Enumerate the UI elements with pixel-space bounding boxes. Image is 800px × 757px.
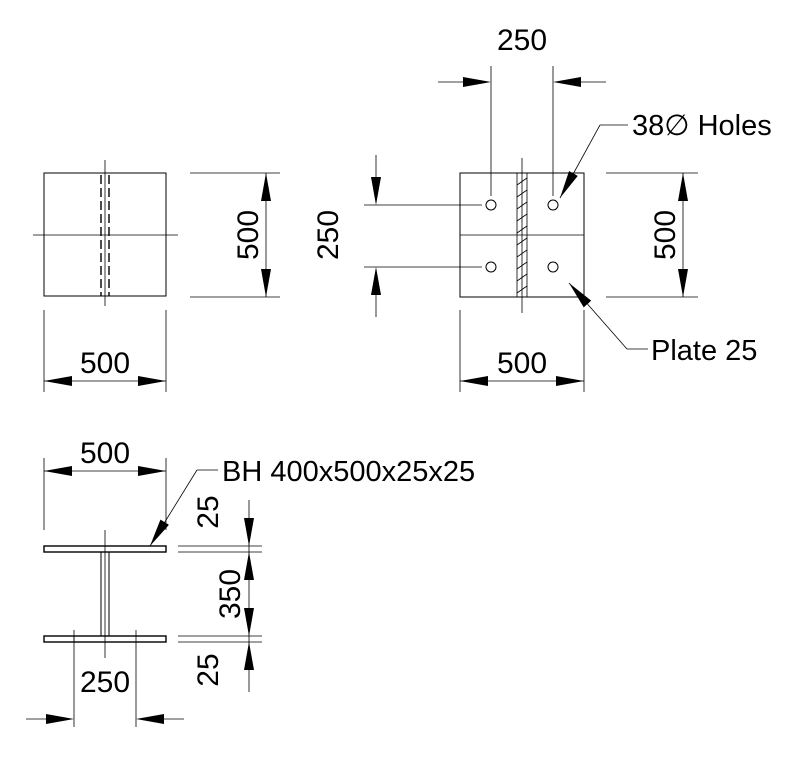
plate-leader-line (568, 282, 628, 350)
holes-leader-line (559, 124, 601, 199)
web-weld-strip (516, 172, 528, 298)
web-dim-arrow (244, 552, 254, 580)
left-dim-text: 250 (312, 210, 345, 260)
front-height-dim-text: 500 (232, 210, 265, 260)
top-flange-arrow (244, 518, 254, 546)
bottom-flange-arrow (244, 642, 254, 670)
front-view: 500 500 (33, 160, 280, 392)
bottom-dim-text: 500 (497, 347, 547, 380)
bolt-hole (485, 261, 497, 273)
section-label: BH 400x500x25x25 (222, 456, 475, 488)
section-leader-line (149, 469, 198, 547)
bottom-flange-dim-text: 25 (192, 653, 225, 686)
bolt-hole (485, 199, 497, 211)
section-view: 500 BH 400x500x25x25 25 350 25 250 (26, 437, 475, 727)
bolt-hole (547, 199, 559, 211)
top-dim-text: 250 (497, 24, 547, 57)
web-dim-text: 350 (214, 569, 247, 619)
front-width-dim-text: 500 (80, 347, 130, 380)
gauge-dim-arrow (46, 714, 74, 724)
holes-label: 38∅ Holes (632, 110, 772, 142)
plate-label: Plate 25 (651, 335, 757, 367)
left-dim-arrow (371, 177, 381, 205)
web-dim-arrow (244, 608, 254, 636)
top-flange-dim-text: 25 (192, 495, 225, 528)
left-dim-arrow (371, 267, 381, 295)
top-dim-arrow (553, 77, 581, 87)
section-width-dim-text: 500 (80, 437, 130, 470)
gauge-dim-arrow (136, 714, 164, 724)
right-dim-text: 500 (649, 210, 682, 260)
gauge-dim-text: 250 (80, 666, 130, 699)
top-dim-arrow (463, 77, 491, 87)
bolt-hole (547, 261, 559, 273)
weld-hatching (516, 177, 528, 294)
plate-view: 250 250 500 500 38∅ Holes Plate 25 (312, 24, 772, 392)
